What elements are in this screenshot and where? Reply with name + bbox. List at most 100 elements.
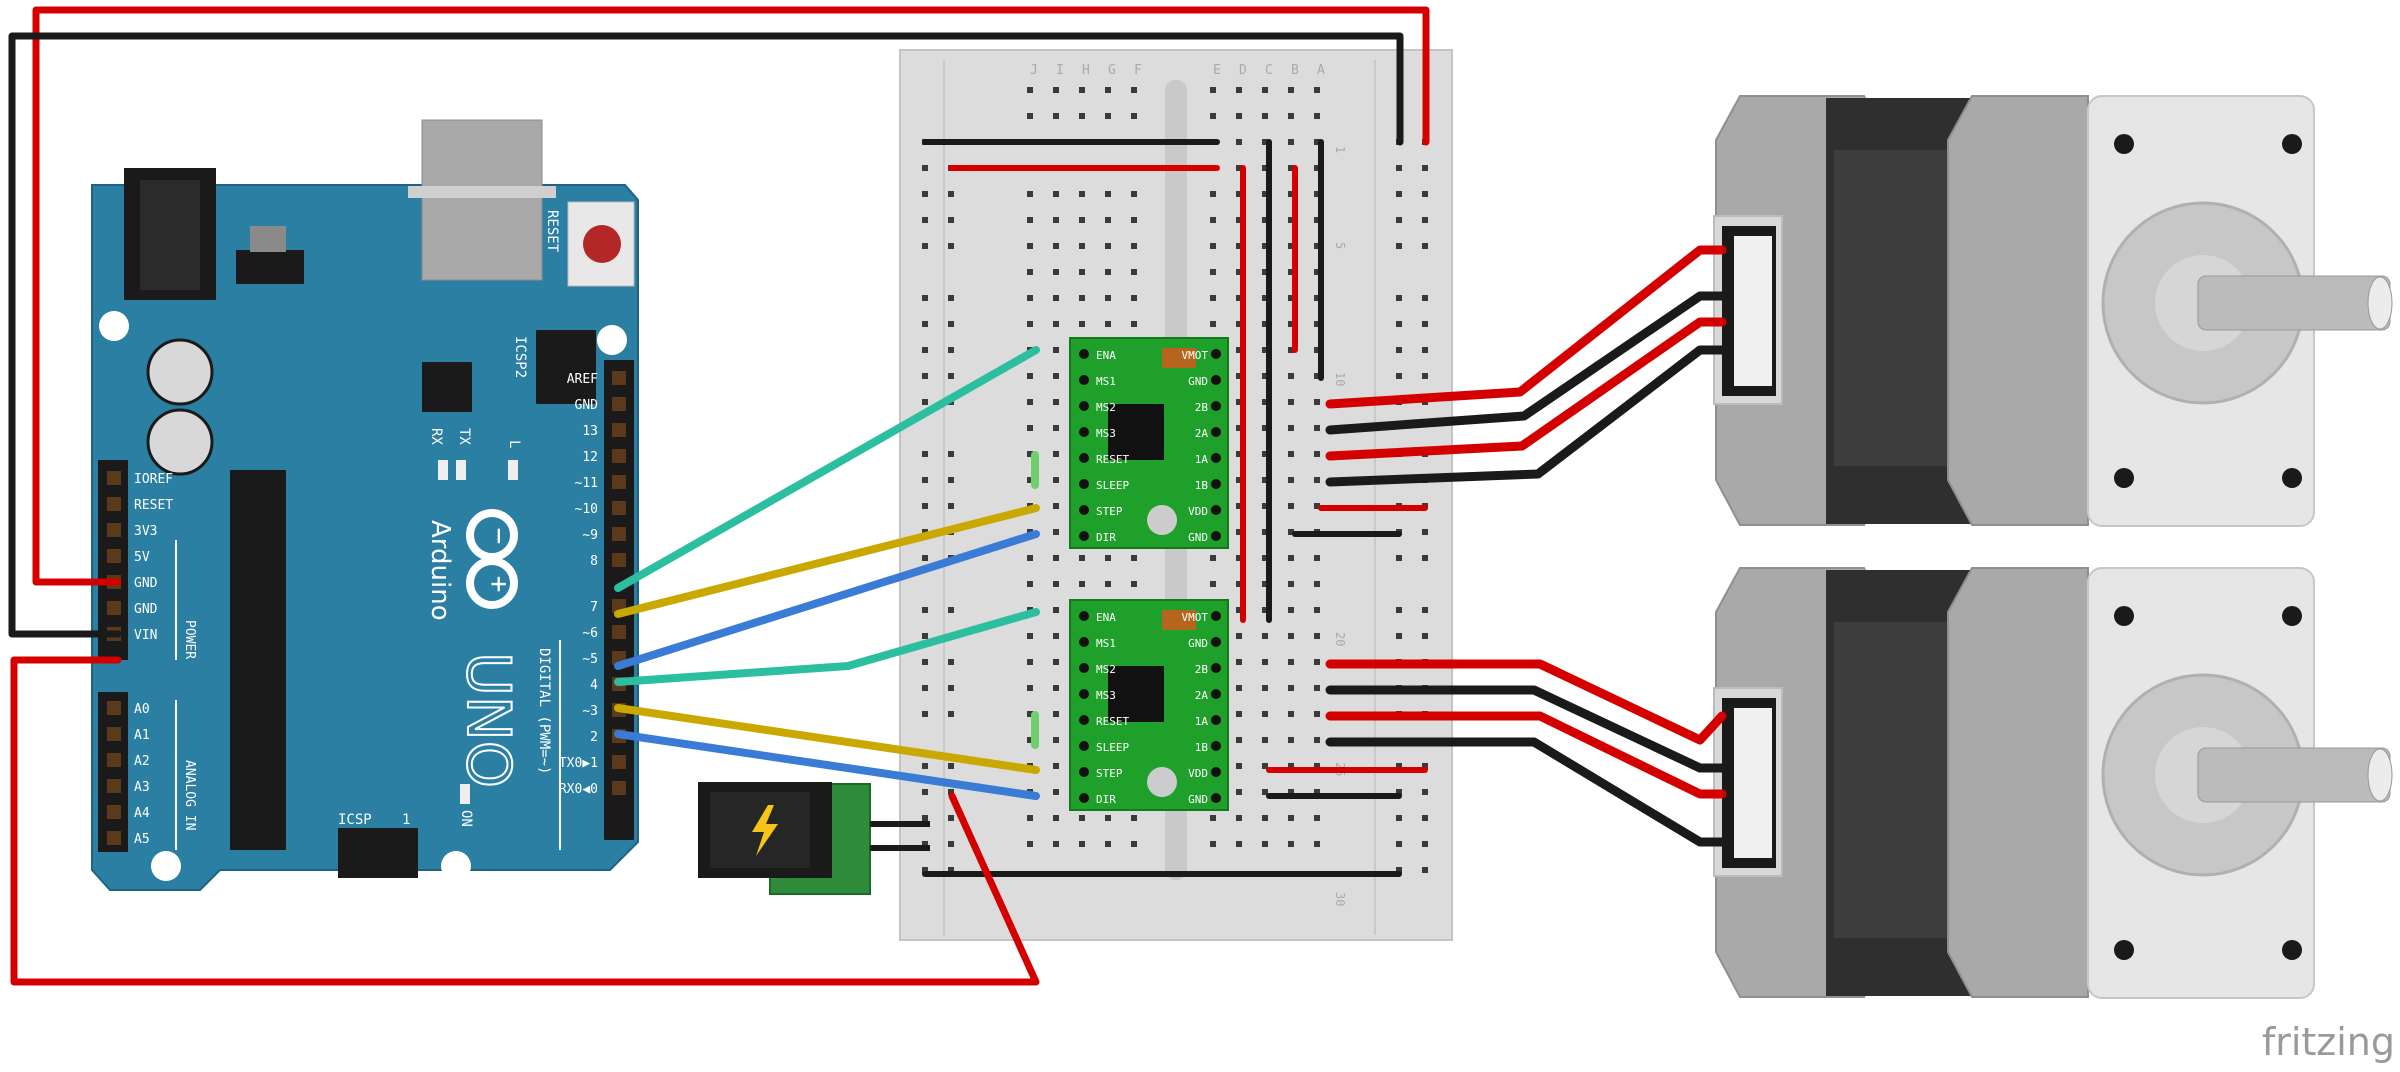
driver-pin-hole <box>1211 767 1221 777</box>
digital-pin-label: 8 <box>590 554 598 569</box>
header-pin[interactable] <box>612 781 626 795</box>
header-pin[interactable] <box>107 805 121 819</box>
digital-pin-label: ~9 <box>582 528 598 543</box>
lightning-icon <box>752 805 778 856</box>
driver-pin-hole <box>1079 401 1089 411</box>
driver-pin-hole <box>1079 531 1089 541</box>
row-letter-e: E <box>1213 63 1221 78</box>
power-pin-label: GND <box>134 576 158 591</box>
on-label: ON <box>458 810 474 827</box>
driver-pin-label: 1A <box>1195 453 1209 466</box>
analog-pin-label: A2 <box>134 754 150 769</box>
driver-pin-label: STEP <box>1096 767 1123 780</box>
wire-pin5 <box>614 704 1040 774</box>
power-pin-label: 3V3 <box>134 524 157 539</box>
row-letter-d: D <box>1239 63 1247 78</box>
driver-pin-hole <box>1079 375 1089 385</box>
digital-label: DIGITAL (PWM=~) <box>536 648 552 774</box>
driver-pin-hole <box>1211 531 1221 541</box>
digital-pin-label: ~5 <box>582 652 598 667</box>
header-pin[interactable] <box>107 779 121 793</box>
digital-pin-label: GND <box>575 398 599 413</box>
driver-pin-label: SLEEP <box>1096 741 1129 754</box>
driver-pin-label: 2A <box>1195 689 1209 702</box>
header-pin[interactable] <box>612 501 626 515</box>
atmega-chip <box>230 470 286 850</box>
analog-pin-label: A4 <box>134 806 150 821</box>
driver-pin-hole <box>1079 689 1089 699</box>
driver-pin-hole <box>1211 663 1221 673</box>
driver-pin-label: GND <box>1188 793 1208 806</box>
header-pin[interactable] <box>612 423 626 437</box>
driver-pin-hole <box>1079 611 1089 621</box>
digital-pin-label: 12 <box>582 450 598 465</box>
driver-pin-label: 2B <box>1195 401 1209 414</box>
driver-pin-hole <box>1211 715 1221 725</box>
dc-power-jack <box>698 782 930 895</box>
analog-label: ANALOG IN <box>182 760 197 830</box>
icsp-label: ICSP <box>338 812 372 828</box>
breadboard-jumpers <box>922 139 1428 877</box>
row-number-30: 30 <box>1333 892 1347 906</box>
driver-pin-label: VDD <box>1188 505 1208 518</box>
digital-pin-label: ~6 <box>582 626 598 641</box>
header-pin[interactable] <box>612 755 626 769</box>
tx-label: TX <box>456 428 472 445</box>
icsp-header <box>338 828 418 878</box>
row-number-1: 1 <box>1333 146 1347 153</box>
driver-pin-hole <box>1211 453 1221 463</box>
power-label: POWER <box>182 620 197 659</box>
header-pin[interactable] <box>107 523 121 537</box>
header-pin[interactable] <box>107 549 121 563</box>
row-letter-f: F <box>1134 63 1142 78</box>
header-pin[interactable] <box>612 371 626 385</box>
header-pin[interactable] <box>107 601 121 615</box>
driver-pin-label: STEP <box>1096 505 1123 518</box>
header-pin[interactable] <box>612 449 626 463</box>
wires <box>8 6 1727 986</box>
driver-pin-label: 1A <box>1195 715 1209 728</box>
row-number-5: 5 <box>1333 242 1347 249</box>
driver-pin-hole <box>1211 479 1221 489</box>
row-letter-a: A <box>1317 63 1325 78</box>
header-pin[interactable] <box>107 471 121 485</box>
header-pin[interactable] <box>612 625 626 639</box>
header-pin[interactable] <box>612 397 626 411</box>
driver-pin-label: 1B <box>1195 479 1209 492</box>
header-pin[interactable] <box>107 753 121 767</box>
driver-pin-label: DIR <box>1096 793 1116 806</box>
header-pin[interactable] <box>107 497 121 511</box>
row-letter-j: J <box>1030 63 1038 78</box>
driver-pin-label: VMOT <box>1182 611 1209 624</box>
arduino-uno-board: − + Arduino UNO RESET ICSP2 ICSP 1 RX TX… <box>91 119 639 891</box>
driver-pin-label: MS1 <box>1096 375 1116 388</box>
driver-pin-hole <box>1211 375 1221 385</box>
digital-pin-label: ~11 <box>575 476 598 491</box>
driver-pin-hole <box>1079 793 1089 803</box>
driver-pin-hole <box>1211 505 1221 515</box>
power-pin-label: IOREF <box>134 472 173 487</box>
driver-pin-label: MS2 <box>1096 663 1116 676</box>
analog-pin-label: A1 <box>134 728 150 743</box>
row-number-20: 20 <box>1333 632 1347 646</box>
reset-label: RESET <box>544 210 560 253</box>
driver-pin-label: VDD <box>1188 767 1208 780</box>
driver-pin-label: GND <box>1188 531 1208 544</box>
header-pin[interactable] <box>612 553 626 567</box>
header-pin[interactable] <box>107 727 121 741</box>
driver-pin-hole <box>1079 505 1089 515</box>
row-number-10: 10 <box>1333 372 1347 386</box>
header-pin[interactable] <box>612 475 626 489</box>
header-pin[interactable] <box>107 701 121 715</box>
header-pin[interactable] <box>107 831 121 845</box>
driver-pin-label: MS3 <box>1096 689 1116 702</box>
power-pin-label: 5V <box>134 550 150 565</box>
header-pin[interactable] <box>612 527 626 541</box>
wire-pin7 <box>614 530 1040 670</box>
wire-vin <box>10 656 1040 986</box>
driver-pin-label: RESET <box>1096 715 1129 728</box>
digital-pin-label: 7 <box>590 600 598 615</box>
power-pin-label: RESET <box>134 498 173 513</box>
driver-pin-hole <box>1211 427 1221 437</box>
